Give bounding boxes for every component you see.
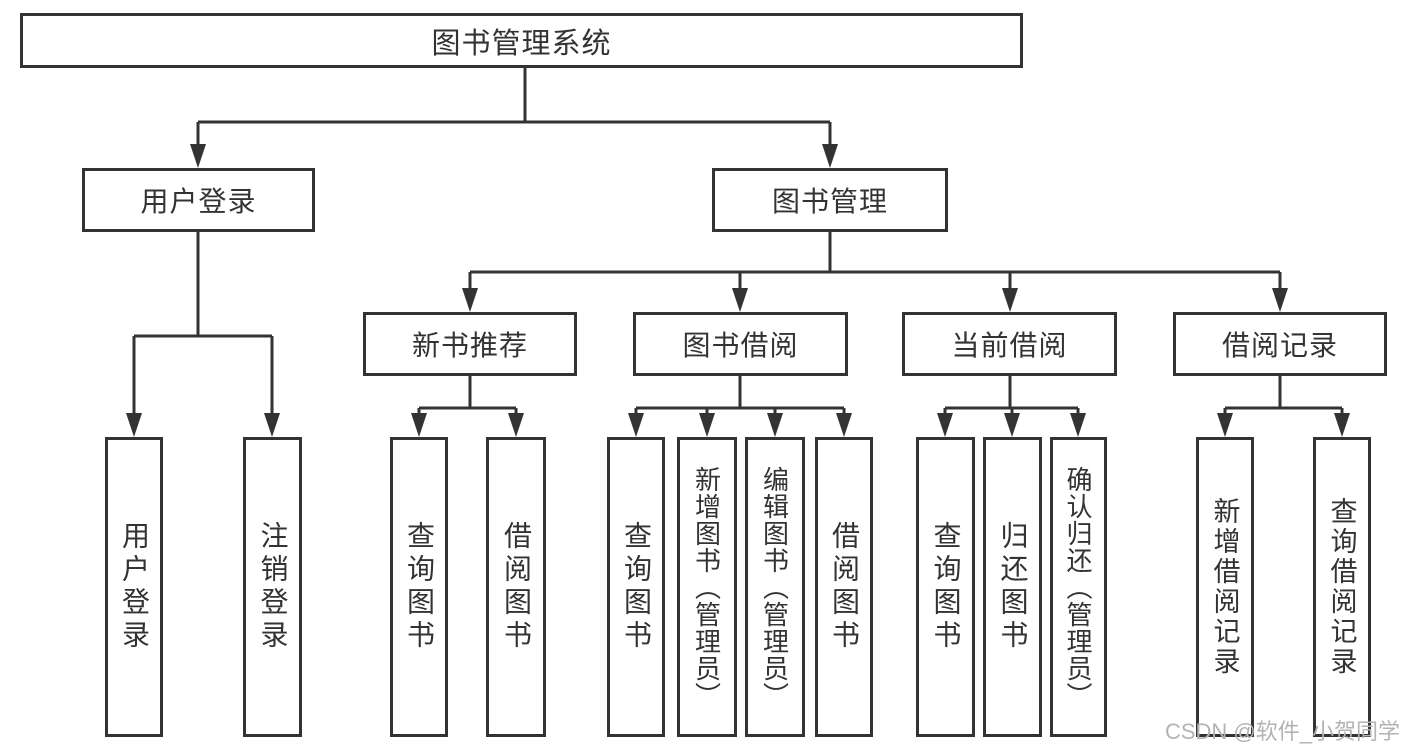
leaf-logout: 注销登录 [243,437,302,737]
leaf-add-borrow-record: 新增借阅记录 [1196,437,1254,737]
leaf-add-books-admin: 新增图书（管理员） [677,437,737,737]
arrowhead [1004,413,1020,437]
arrowhead [126,413,142,437]
node-new-book-recommendation: 新书推荐 [363,312,577,376]
csdn-watermark: CSDN @软件_小贺同学 [1164,719,1400,744]
arrowhead [411,413,427,437]
leaf-return-books: 归还图书 [983,437,1042,737]
leaf-query-borrow-record: 查询借阅记录 [1313,437,1371,737]
leaf-borrow-books-borrowing: 借阅图书 [815,437,873,737]
arrowhead [508,413,524,437]
arrowheads [126,144,1350,437]
node-current-borrowing: 当前借阅 [902,312,1117,376]
arrowhead [767,413,783,437]
arrowhead [699,413,715,437]
node-book-borrowing: 图书借阅 [633,312,848,376]
arrowhead [1334,413,1350,437]
arrowhead [190,144,206,168]
leaf-query-books-current: 查询图书 [916,437,975,737]
node-book-management-branch: 图书管理 [712,168,948,232]
tree-edges [132,68,1344,419]
arrowhead [1272,288,1288,312]
arrowhead [628,413,644,437]
arrowhead [462,288,478,312]
node-library-management-system: 图书管理系统 [20,13,1023,68]
arrowhead [1002,288,1018,312]
leaf-edit-books-admin: 编辑图书（管理员） [745,437,805,737]
arrowhead [1070,413,1086,437]
arrowhead [264,413,280,437]
leaf-query-books-borrowing: 查询图书 [607,437,665,737]
arrowhead [1217,413,1233,437]
node-user-login-branch: 用户登录 [82,168,315,232]
arrowhead [937,413,953,437]
leaf-query-books-recommend: 查询图书 [390,437,448,737]
arrowhead [822,144,838,168]
leaf-borrow-books-recommend: 借阅图书 [486,437,546,737]
node-borrowing-records: 借阅记录 [1173,312,1387,376]
leaf-confirm-return-admin: 确认归还（管理员） [1050,437,1107,737]
arrowhead [836,413,852,437]
leaf-user-login: 用户登录 [105,437,163,737]
arrowhead [732,288,748,312]
